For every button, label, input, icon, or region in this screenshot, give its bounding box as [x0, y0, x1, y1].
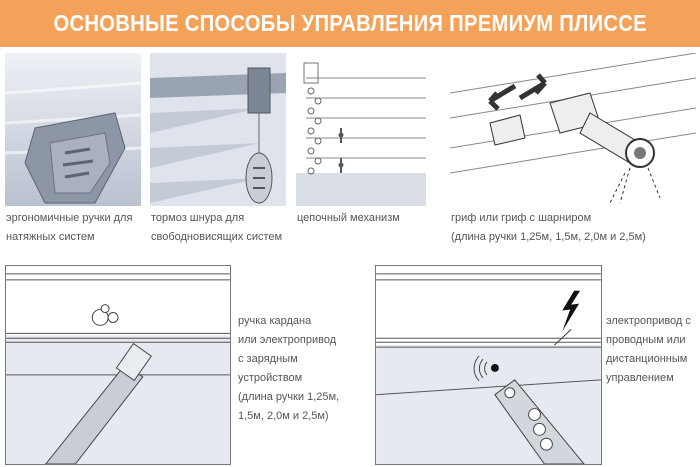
chain-mechanism-image — [296, 53, 426, 206]
caption-line: ручка кардана — [238, 315, 312, 327]
header-banner: ОСНОВНЫЕ СПОСОБЫ УПРАВЛЕНИЯ ПРЕМИУМ ПЛИС… — [0, 0, 700, 47]
ergonomic-handle-image — [5, 53, 141, 206]
caption-line: (длина ручки 1,25м, — [238, 391, 340, 403]
caption-line: натяжных систем — [6, 231, 95, 243]
caption-motor: электропривод с проводным или дистанцион… — [606, 312, 691, 388]
cord-brake-image — [150, 53, 286, 206]
caption-line: дистанционным — [606, 353, 688, 365]
caption-line: электропривод с — [606, 315, 691, 327]
caption-line: или электропривод — [238, 334, 337, 346]
caption-crank: ручка кардана или электропривод с зарядн… — [238, 312, 339, 426]
caption-line: гриф или гриф с шарниром — [451, 212, 592, 224]
caption-line: эргономичные ручки для — [6, 212, 133, 224]
page-title: ОСНОВНЫЕ СПОСОБЫ УПРАВЛЕНИЯ ПРЕМИУМ ПЛИС… — [53, 10, 647, 36]
crank-handle-image — [5, 265, 231, 465]
caption-line: (длина ручки 1,25м, 1,5м, 2,0м и 2,5м) — [451, 231, 646, 243]
wand-handle-image — [450, 53, 696, 206]
caption-wand: гриф или гриф с шарниром (длина ручки 1,… — [451, 209, 646, 247]
caption-cord-brake: тормоз шнура для свободновисящих систем — [151, 209, 282, 247]
caption-line: свободновисящих систем — [151, 231, 283, 243]
caption-line: устройством — [238, 372, 303, 384]
motor-remote-image — [375, 265, 602, 465]
caption-chain-mechanism: цепочный механизм — [297, 209, 400, 228]
caption-line: цепочный механизм — [297, 212, 400, 224]
caption-line: тормоз шнура для — [151, 212, 245, 224]
caption-ergonomic-handles: эргономичные ручки для натяжных систем — [6, 209, 132, 247]
caption-line: проводным или — [606, 334, 686, 346]
caption-line: 1,5м, 2,0м и 2,5м) — [238, 410, 329, 422]
caption-line: с зарядным — [238, 353, 298, 365]
caption-line: управлением — [606, 372, 674, 384]
